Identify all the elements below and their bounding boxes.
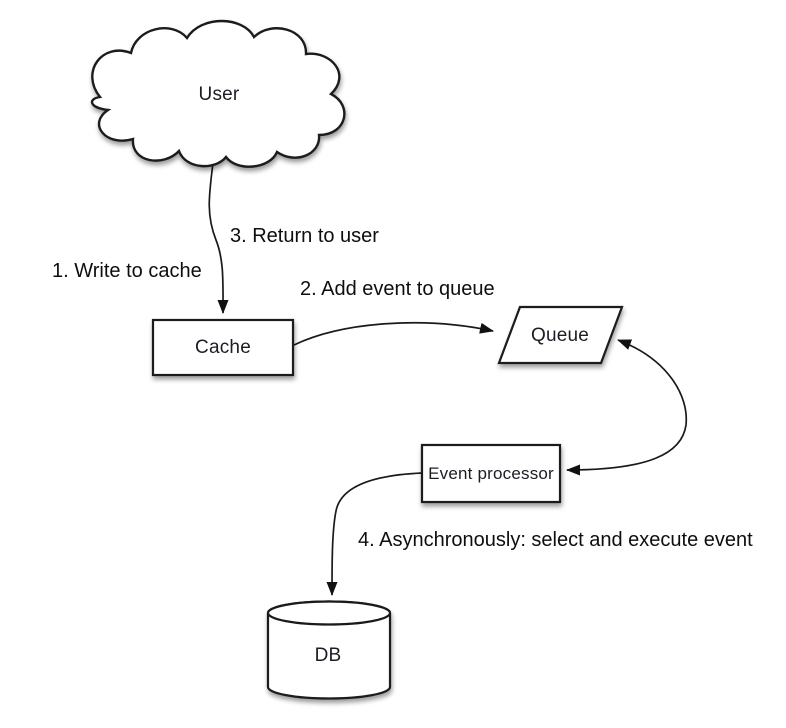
cache-node-label: Cache	[195, 337, 251, 358]
db-cylinder-shape	[266, 600, 392, 700]
annotation-step2-add-event-to-queue: 2. Add event to queue	[300, 278, 495, 300]
event-processor-box-shape	[420, 443, 562, 504]
annotation-step1-write-to-cache: 1. Write to cache	[52, 260, 202, 282]
edge-queue-event-processor-bidirectional	[566, 339, 688, 476]
edges	[208, 162, 688, 596]
edge-user-to-cache	[208, 162, 229, 314]
event-processor-node-label: Event processor	[428, 464, 554, 483]
queue-node-label: Queue	[530, 325, 590, 346]
annotation-step3-return-to-user: 3. Return to user	[230, 225, 379, 247]
user-cloud-shape	[90, 19, 346, 168]
user-node-label: User	[198, 84, 240, 105]
queue-parallelogram-shape	[497, 305, 624, 365]
cache-box-shape	[151, 318, 295, 377]
node-shapes	[90, 19, 624, 700]
edge-event-processor-to-db	[326, 472, 423, 596]
db-cylinder-top-rim	[266, 600, 392, 626]
db-node-label: DB	[314, 645, 342, 666]
edge-cache-to-queue	[293, 321, 494, 346]
annotation-step4-async-select-execute: 4. Asynchronously: select and execute ev…	[358, 529, 753, 551]
